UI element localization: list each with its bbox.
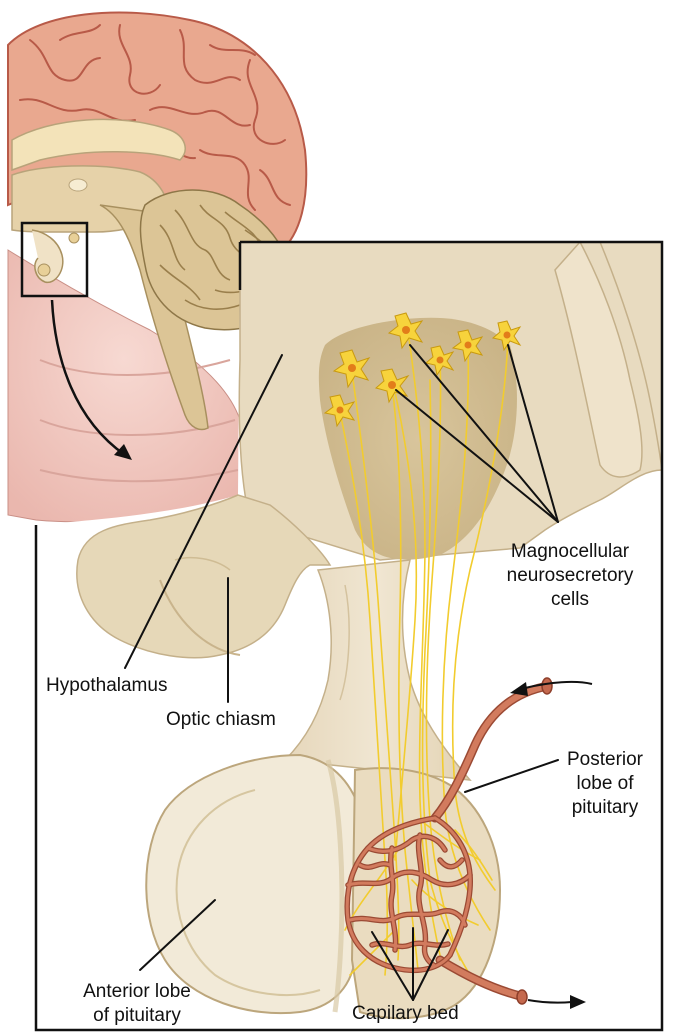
magnocellular-label-line-1: Magnocellular: [510, 541, 630, 562]
neuron: [374, 368, 410, 404]
anterior-lobe-label-line-2: of pituitary: [93, 1005, 181, 1026]
blood-inflow-arrowhead: [510, 682, 528, 696]
anterior-lobe-label-line-1: Anterior lobe: [83, 981, 191, 1002]
magnocellular-label-line-3: cells: [550, 589, 589, 610]
magnocellular-leader-line-3: [507, 344, 559, 523]
magnocellular-label-line-2: neurosecretory: [506, 565, 634, 586]
hypothalamus-leader-line: [124, 354, 283, 669]
brain-sagittal-illustration: [7, 11, 308, 523]
neuron: [323, 394, 356, 428]
capillary-bed: [344, 677, 553, 1005]
neuron: [451, 329, 484, 363]
capillary-leader-line-3: [412, 929, 449, 1001]
blood-outflow-arrowhead: [570, 995, 586, 1009]
zoom-arrow: [50, 299, 126, 457]
enlarged-view-frame: [34, 240, 664, 1032]
posterior-lobe-label-line-2: lobe of: [576, 773, 634, 794]
posterior-lobe-label-line-1: Posterior: [566, 749, 644, 770]
blood-outflow-arrow: [527, 999, 573, 1004]
anterior-lobe-leader-line: [139, 899, 216, 971]
magnocellular-leader-line-1: [409, 344, 559, 523]
inset-selection-box: [20, 221, 89, 298]
magnocellular-leader-line-2: [395, 389, 559, 523]
magnocellular-label: Magnocellular neurosecretory cells: [490, 540, 650, 612]
neuron: [491, 320, 522, 352]
magnocellular-neurons: [323, 312, 522, 428]
posterior-lobe-leader-line: [464, 759, 559, 793]
capillary-bed-label: Capilary bed: [352, 1003, 459, 1024]
posterior-lobe-label: Posterior lobe of pituitary: [555, 748, 655, 820]
zoom-arrow-head: [114, 444, 132, 460]
neuron: [387, 312, 424, 350]
neurosecretory-axons: [339, 331, 509, 976]
enlarged-view: [36, 240, 663, 1030]
hypothalamus-label: Hypothalamus: [46, 675, 168, 696]
posterior-lobe-label-line-3: pituitary: [571, 797, 639, 818]
anterior-lobe-label: Anterior lobe of pituitary: [62, 980, 212, 1028]
capillary-leader-line-1: [371, 931, 414, 1001]
neuron: [332, 349, 371, 389]
blood-inflow-arrow: [524, 680, 593, 689]
optic-chiasm-label: Optic chiasm: [166, 709, 276, 730]
neuron: [424, 345, 455, 377]
